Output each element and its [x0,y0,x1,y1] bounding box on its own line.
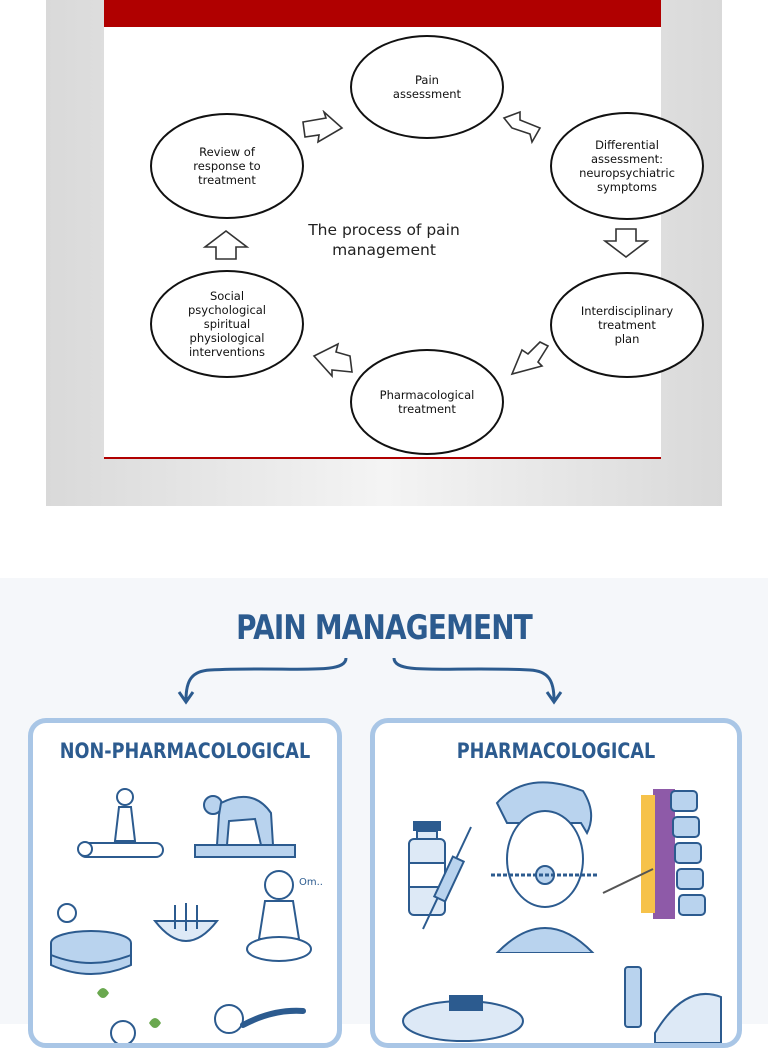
non-pharmacological-panel: NON-PHARMACOLOGICAL Om [28,718,342,1048]
syringe-icon [422,826,472,930]
branch-arrows [177,657,563,705]
pharmacological-panel: PHARMACOLOGICAL [370,718,742,1048]
aromatherapy-icon [97,988,161,1043]
meditation-icon: Om.. [246,870,323,962]
arrow-right-icon [302,110,344,144]
pain-management-infographic: PAIN MANAGEMENT NON-PHARMACOLOGICAL [0,578,768,1048]
node-label: Review of response to treatment [193,145,261,187]
stretching-icon [194,795,296,858]
panel-title: PHARMACOLOGICAL [456,739,656,763]
nasal-cannula-patient-icon [491,781,599,953]
acupuncture-icon [152,903,220,942]
pain-process-slide: Pain assessment Differential assessment:… [104,0,704,459]
node-label: Pain assessment [392,73,462,101]
slide-frame: Pain assessment Differential assessment:… [46,0,722,506]
spine-injection-icon [602,789,706,919]
arrow-up-left-icon [312,342,353,378]
node-differential-assessment: Differential assessment: neuropsychiatri… [550,112,704,220]
arrow-up-icon [202,229,250,260]
arrow-down-icon [602,228,650,259]
svg-text:Om..: Om.. [299,877,323,888]
node-label: Interdisciplinary treatment plan [580,304,674,346]
pca-pump-icon [624,966,722,1043]
node-pharmacological-treatment: Pharmacological treatment [350,349,504,455]
panel-title: NON-PHARMACOLOGICAL [59,739,311,763]
node-social-interventions: Social psychological spiritual physiolog… [150,270,304,378]
node-label: Differential assessment: neuropsychiatri… [579,138,675,194]
slide-header-banner [104,0,661,27]
relaxation-icon [214,1004,306,1034]
diagram-center-title: The process of pain management [308,221,460,259]
arrow-down-right-icon [502,110,542,144]
iv-infusion-icon [402,995,524,1042]
massage-icon [77,788,164,858]
arrow-down-left-icon [510,341,550,376]
hydrotherapy-icon [50,903,132,975]
node-review-of-response: Review of response to treatment [150,113,304,219]
node-pain-assessment: Pain assessment [350,35,504,139]
node-label: Social psychological spiritual physiolog… [187,289,267,359]
node-label: Pharmacological treatment [379,388,475,416]
node-interdisciplinary-plan: Interdisciplinary treatment plan [550,272,704,378]
infographic-title: PAIN MANAGEMENT [236,608,533,648]
